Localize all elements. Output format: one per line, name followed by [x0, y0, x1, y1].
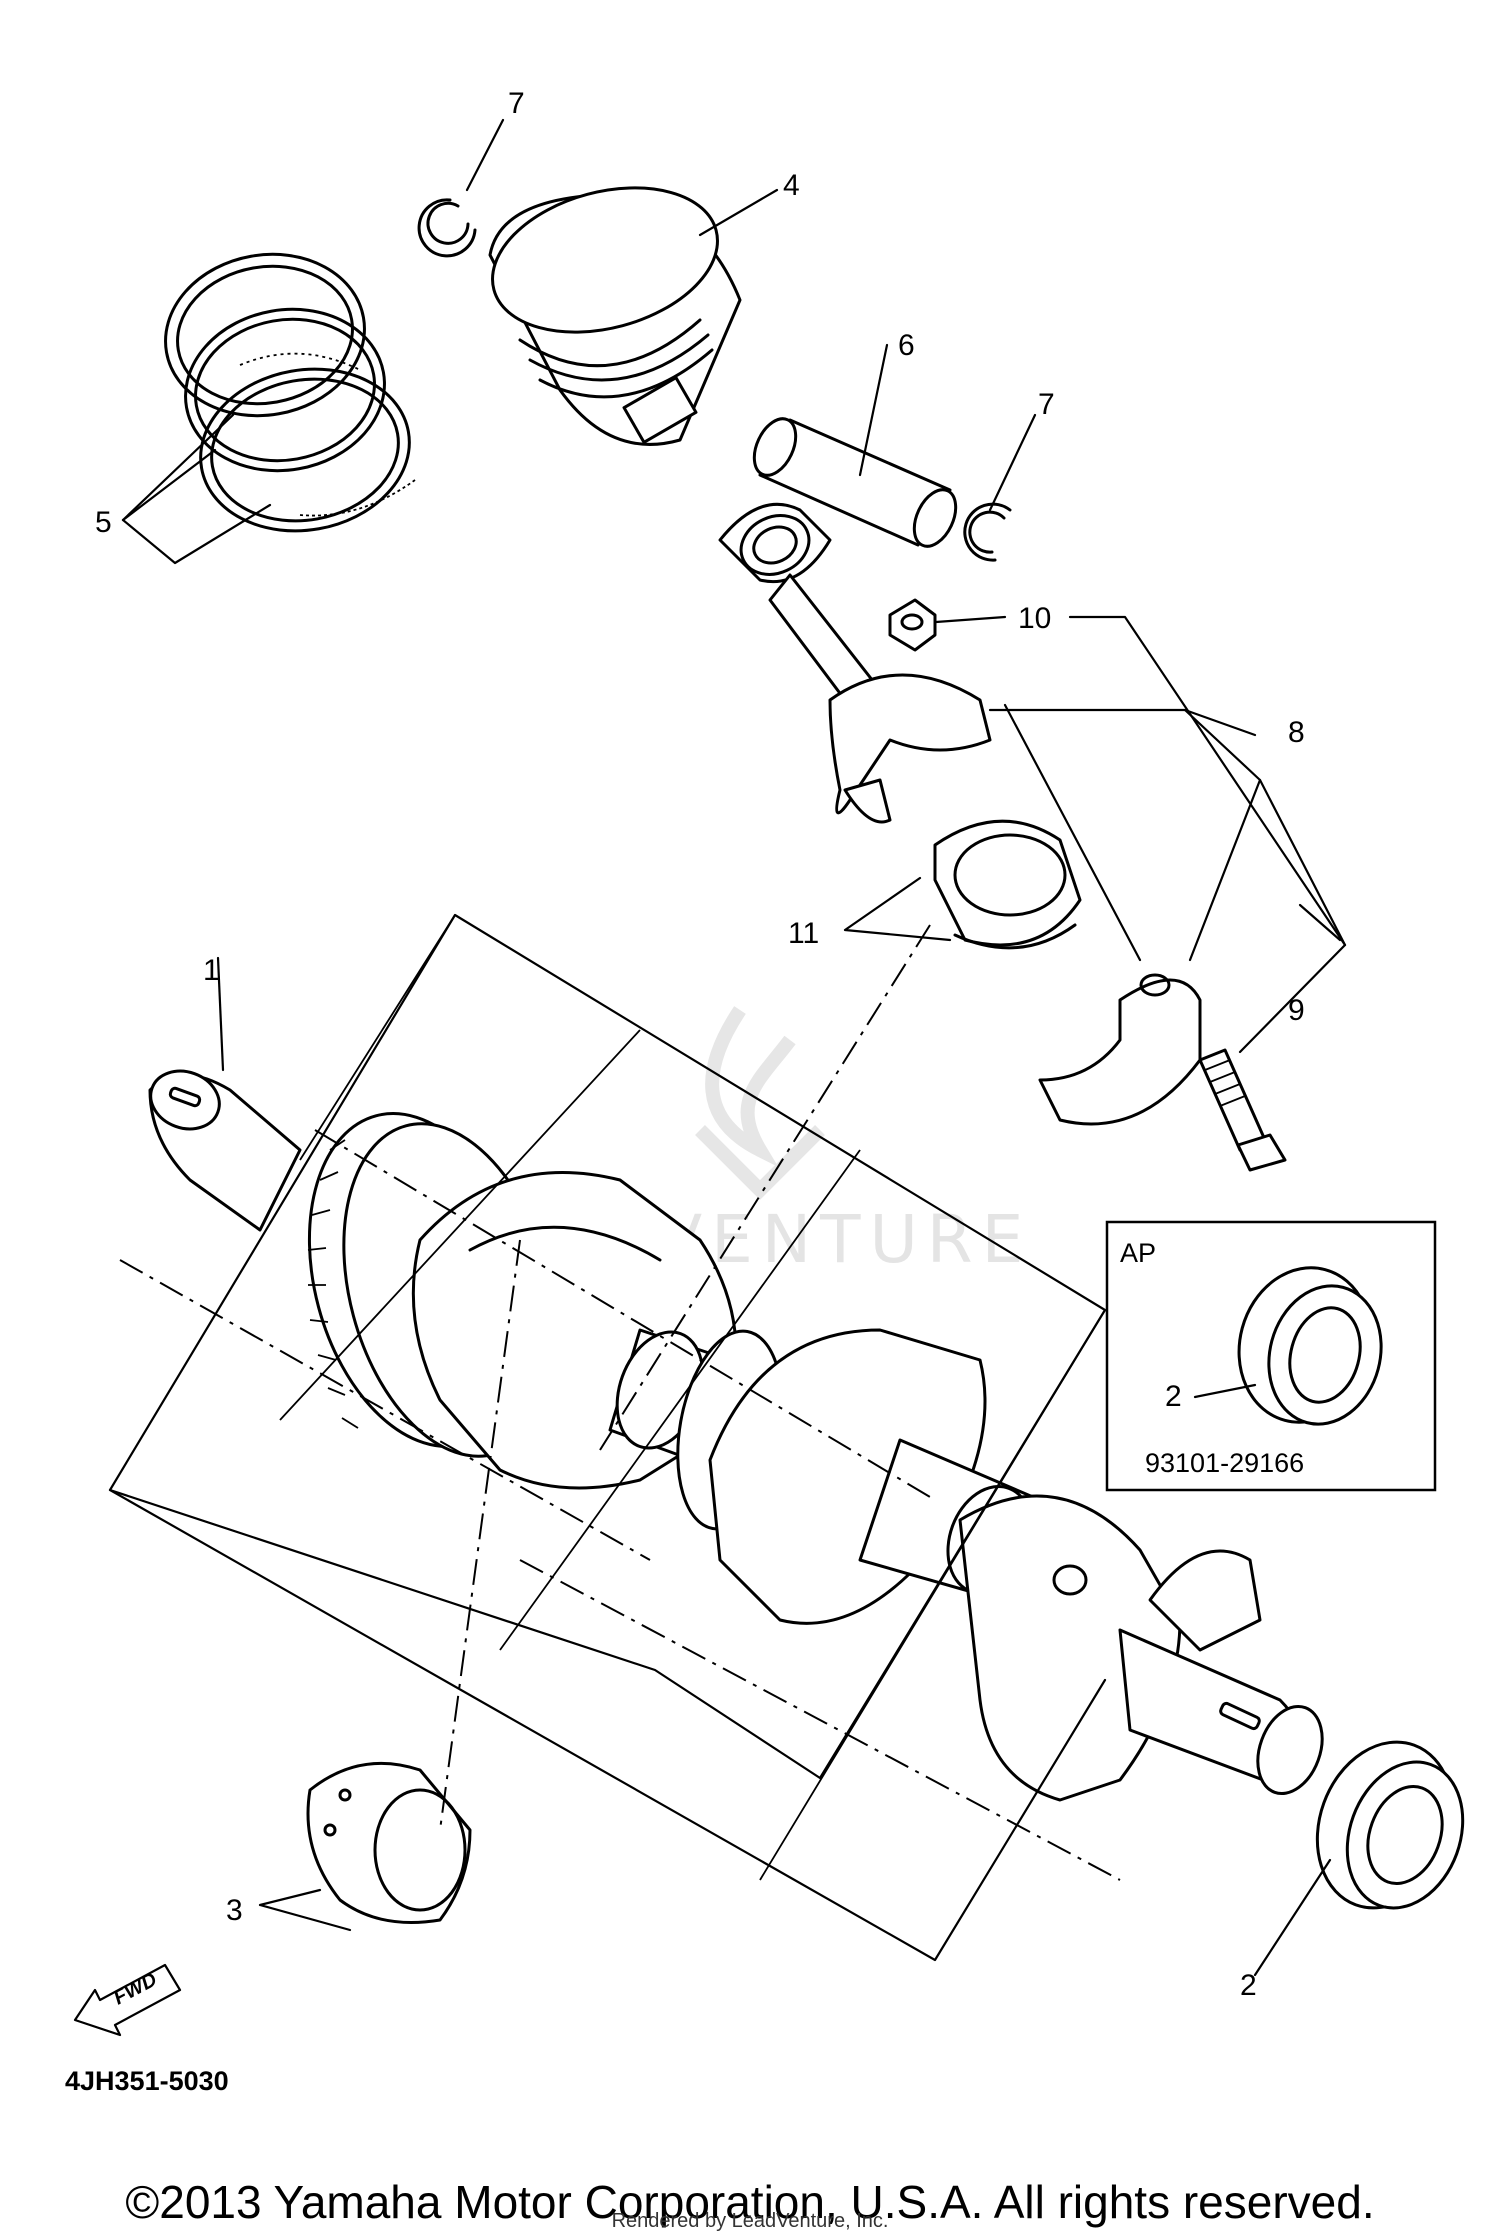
callout-4: 4: [783, 169, 800, 202]
inset-callout-2: 2: [1165, 1380, 1182, 1413]
connecting-rod: [718, 502, 992, 824]
callout-5: 5: [95, 506, 112, 539]
callout-10: 10: [1018, 602, 1051, 635]
circlip-upper: [417, 198, 477, 258]
copyright-text: ©2013 Yamaha Motor Corporation, U.S.A. A…: [125, 2176, 1375, 2228]
circlip-lower: [963, 502, 1012, 562]
fwd-arrow: FWD: [73, 1963, 182, 2037]
oil-seal: [1315, 1740, 1465, 1910]
piston-pin: [752, 417, 958, 548]
piston-rings: [164, 252, 416, 533]
conrod-bearing: [933, 819, 1082, 950]
conrod-bolt: [1198, 1048, 1287, 1172]
callout-2: 2: [1240, 1969, 1257, 2002]
callout-6: 6: [898, 329, 915, 362]
watermark-flame-logo: [695, 1006, 825, 1200]
crankshaft: [148, 1069, 1324, 1802]
callout-11: 11: [788, 917, 819, 950]
inset-part-number: 93101-29166: [1145, 1448, 1304, 1478]
conrod-cap: [1038, 973, 1202, 1126]
leader-lines: [121, 118, 1347, 1977]
inset-label: AP: [1120, 1238, 1156, 1268]
callout-8: 8: [1288, 716, 1305, 749]
rendered-by-text: Rendered by LeadVenture, Inc.: [611, 2210, 889, 2232]
fwd-label: FWD: [110, 1969, 161, 2010]
callout-7-upper: 7: [508, 87, 525, 120]
callout-9: 9: [1288, 994, 1305, 1027]
ap-inset: AP 2 93101-29166: [1105, 1220, 1437, 1492]
conrod-nut: [888, 598, 937, 652]
diagram-code: 4JH351-5030: [65, 2066, 229, 2096]
piston: [488, 186, 742, 446]
callout-1: 1: [203, 954, 220, 987]
main-bearing: [306, 1761, 472, 1924]
callout-labels: 7 4 6 7 5 10 8 11 9 1 3 2: [95, 87, 1305, 2002]
assembly-outline: [108, 913, 1121, 1962]
callout-7-lower: 7: [1038, 388, 1055, 421]
callout-3: 3: [226, 1894, 243, 1927]
